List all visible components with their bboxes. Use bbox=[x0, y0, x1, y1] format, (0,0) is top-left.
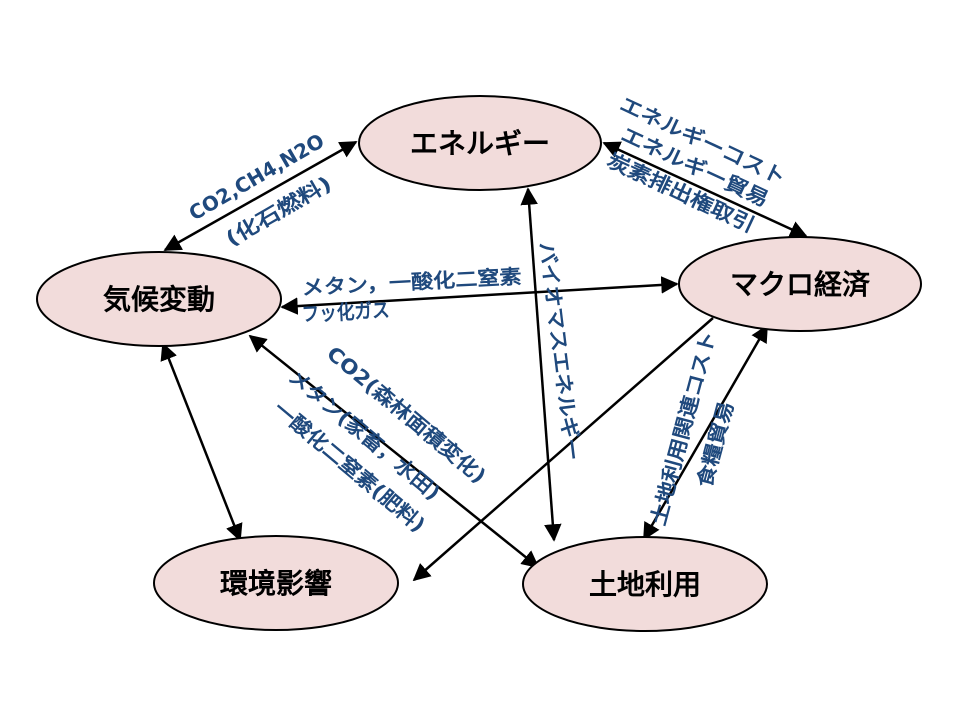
edge-climate-macro bbox=[280, 276, 679, 315]
label-climate-macro-2: フッ化ガス bbox=[301, 298, 390, 327]
node-climate-label: 気候変動 bbox=[103, 283, 215, 316]
node-energy: エネルギー bbox=[358, 95, 602, 191]
node-energy-label: エネルギー bbox=[410, 127, 550, 160]
node-climate-shape bbox=[36, 251, 282, 347]
edge-energy-macro bbox=[602, 141, 808, 238]
edge-energy-landuse bbox=[520, 187, 562, 542]
edge-macro-landuse bbox=[642, 324, 769, 541]
node-energy-shape bbox=[358, 95, 602, 191]
node-macro-label: マクロ経済 bbox=[730, 268, 871, 301]
node-landuse-label: 土地利用 bbox=[589, 568, 701, 601]
node-climate: 気候変動 bbox=[36, 251, 282, 347]
edge-climate-energy bbox=[163, 140, 358, 252]
edge-climate-landuse bbox=[248, 334, 540, 569]
edge-climate-environment bbox=[160, 342, 243, 542]
node-environment-label: 環境影響 bbox=[220, 567, 332, 600]
node-macro-shape bbox=[678, 236, 922, 332]
node-landuse: 土地利用 bbox=[522, 536, 768, 632]
node-environment-shape bbox=[153, 535, 399, 631]
label-energy-landuse: バイオマスエネルギー bbox=[535, 241, 586, 462]
node-environment: 環境影響 bbox=[153, 535, 399, 631]
node-macro: マクロ経済 bbox=[678, 236, 922, 332]
node-landuse-shape bbox=[522, 536, 768, 632]
